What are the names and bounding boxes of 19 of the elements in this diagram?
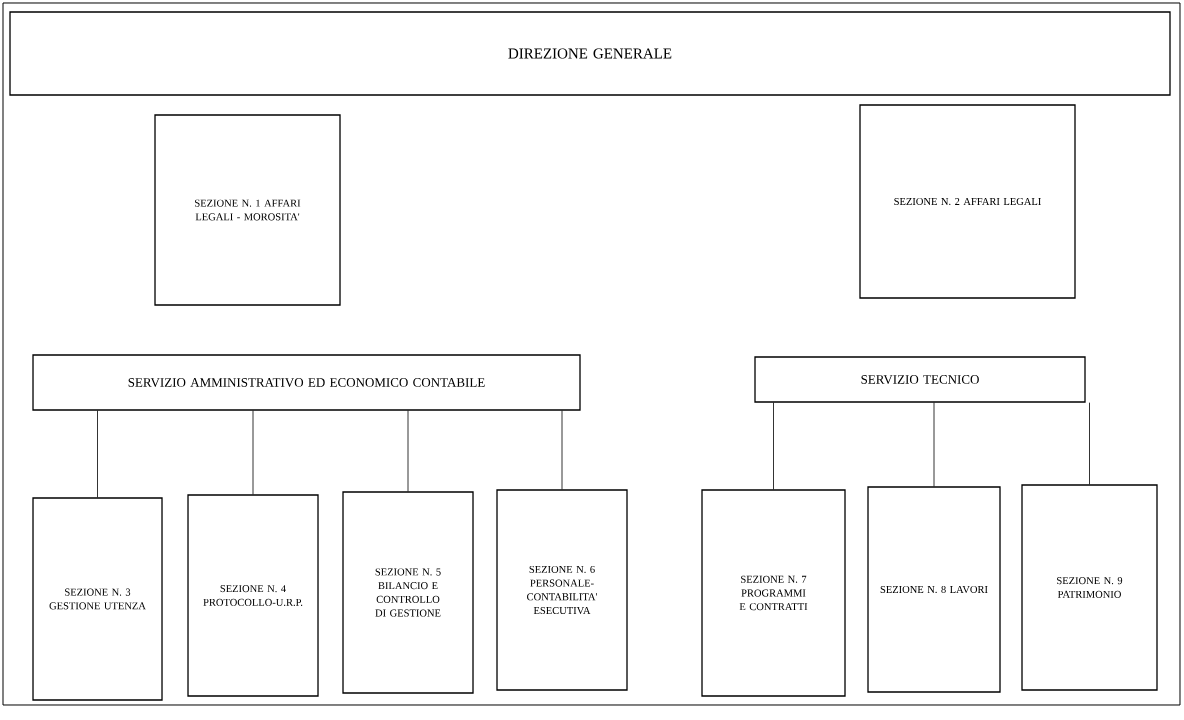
section-box: SEZIONE N. 5 BILANCIO E CONTROLLO DI GESTIONE [342,491,474,694]
service-box: SERVIZIO AMMINISTRATIVO ED ECONOMICO CONTABILE [32,354,581,411]
connector-line [933,402,935,487]
connector-line [773,402,774,490]
connector-line [407,410,409,492]
connector-line [561,410,563,490]
section-box: SEZIONE N. 8 LAVORI [867,486,1001,693]
section-box: SEZIONE N. 6 PERSONALE-CONTABILITA' ESECUTIVA [496,489,628,691]
section-box: SEZIONE N. 4 PROTOCOLLO-U.R.P. [187,494,319,697]
connector-line [252,410,254,495]
header-band: DIREZIONE GENERALE [9,11,1171,96]
connector-line [97,410,98,498]
section-box: SEZIONE N. 7 PROGRAMMI E CONTRATTI [701,489,846,697]
service-box: SERVIZIO TECNICO [754,356,1086,403]
section-box: SEZIONE N. 2 AFFARI LEGALI [859,104,1076,299]
connector-line [1089,402,1090,485]
section-box: SEZIONE N. 1 AFFARI LEGALI - MOROSITA' [154,114,341,306]
section-box: SEZIONE N. 3 GESTIONE UTENZA [32,497,163,701]
section-box: SEZIONE N. 9 PATRIMONIO [1021,484,1158,691]
